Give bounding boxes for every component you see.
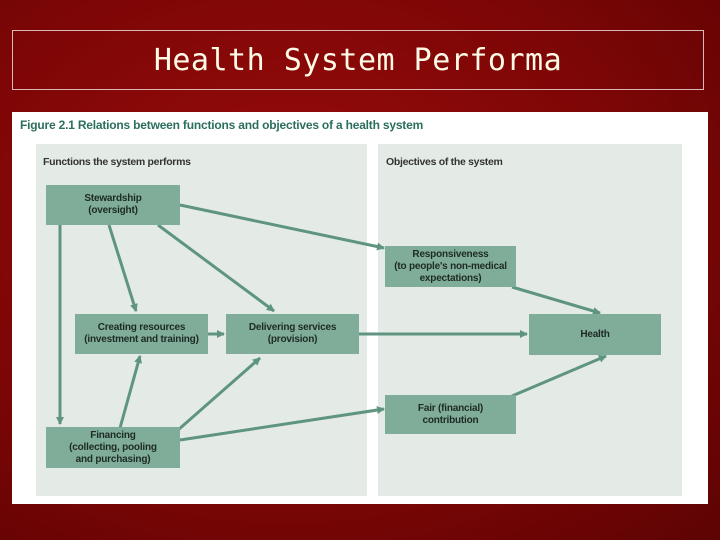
node-creating-resources-subtitle: (investment and training) — [84, 334, 199, 345]
node-financing: Financing (collecting, pooling and purch… — [46, 427, 180, 468]
relation-arrows — [56, 203, 607, 442]
node-responsiveness: Responsiveness (to people's non-medical … — [385, 246, 516, 287]
node-fair-contribution-title: Fair (financial) — [417, 402, 484, 414]
node-responsiveness-line3: expectations) — [419, 272, 482, 284]
node-delivering-services: Delivering services (provision) — [226, 314, 359, 354]
arrow-stewardship-responsiveness — [179, 203, 385, 251]
objectives-panel-header: Objectives of the system — [386, 156, 503, 168]
node-fair-contribution-subtitle: contribution — [422, 414, 479, 426]
node-stewardship-title: Stewardship — [84, 193, 142, 204]
node-delivering-services-subtitle: (provision) — [267, 334, 318, 345]
node-responsiveness-line2: (to people's non-medical — [394, 260, 507, 272]
node-fair-contribution: Fair (financial) contribution — [385, 395, 516, 434]
functions-panel-header: Functions the system performs — [43, 156, 191, 168]
node-financing-line2: (collecting, pooling — [69, 441, 157, 453]
node-responsiveness-title: Responsiveness — [412, 248, 489, 260]
arrow-stewardship-creating — [107, 224, 138, 312]
arrow-stewardship-delivering — [157, 223, 275, 313]
node-financing-title: Financing — [90, 429, 136, 441]
node-creating-resources-title: Creating resources — [97, 322, 186, 333]
node-financing-line3: and purchasing) — [75, 453, 151, 465]
arrow-fair-health — [511, 354, 607, 398]
figure-caption: Figure 2.1 Relations between functions a… — [20, 118, 424, 132]
slide-title-frame: Health System Performa — [12, 30, 704, 90]
node-health-title: Health — [580, 328, 610, 340]
node-stewardship: Stewardship (oversight) — [46, 185, 180, 225]
figure-image: Figure 2.1 Relations between functions a… — [12, 112, 708, 504]
arrow-responsiveness-health — [511, 285, 601, 315]
node-delivering-services-title: Delivering services — [248, 322, 337, 333]
arrow-financing-creating — [118, 355, 142, 429]
node-health: Health — [529, 314, 661, 355]
arrow-financing-delivering — [177, 356, 261, 432]
node-creating-resources: Creating resources (investment and train… — [75, 314, 208, 354]
arrow-financing-fair — [179, 406, 385, 442]
node-stewardship-subtitle: (oversight) — [88, 205, 138, 216]
slide-title: Health System Performa — [153, 42, 563, 78]
